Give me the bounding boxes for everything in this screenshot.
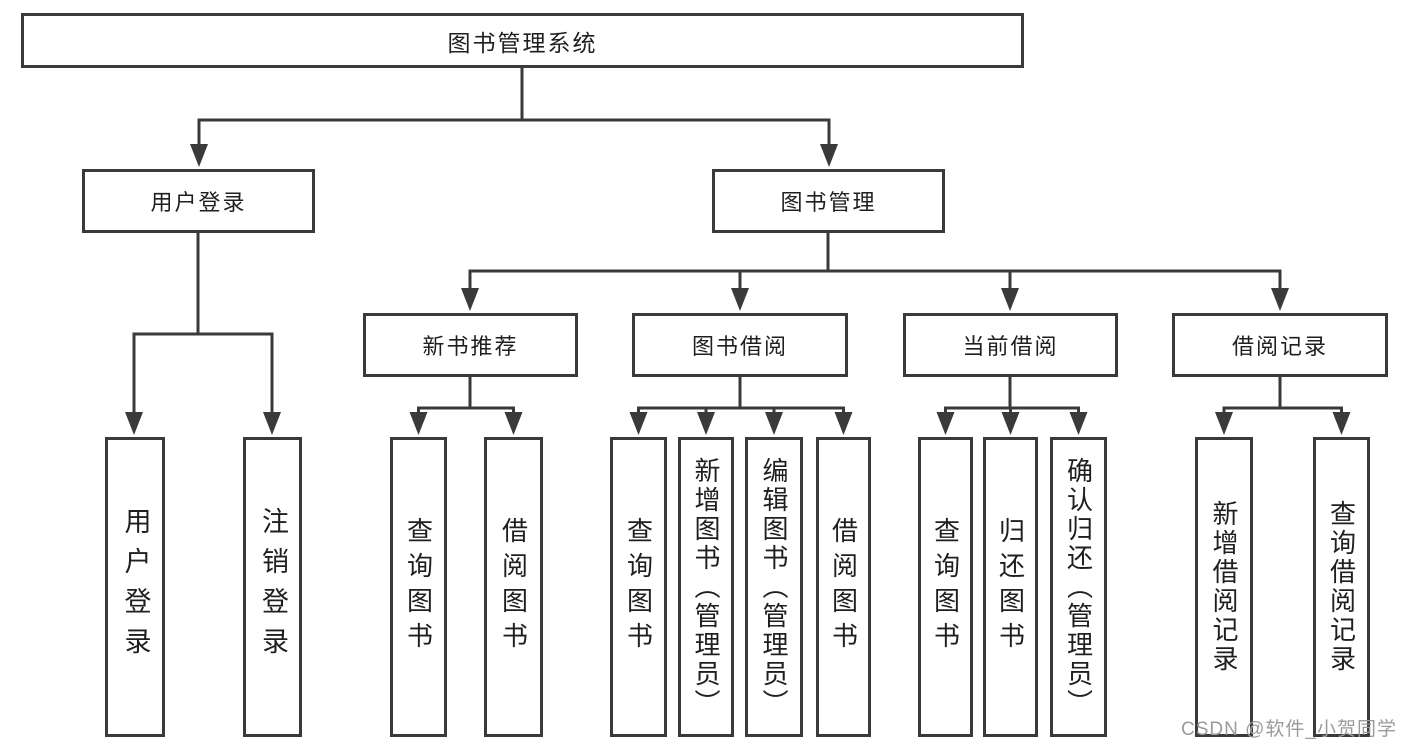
leaf-borrow-books-borrowing: 借阅图书 — [816, 437, 871, 737]
node-label: 新书推荐 — [422, 334, 519, 359]
leaf-label: 新增借阅记录 — [1209, 500, 1239, 674]
node-label: 图书借阅 — [691, 334, 788, 359]
leaf-label: 查询图书 — [930, 517, 961, 657]
node-label: 借阅记录 — [1231, 334, 1328, 359]
leaf-query-books-borrowing: 查询图书 — [610, 437, 667, 737]
leaf-user-login: 用户登录 — [105, 437, 165, 737]
csdn-watermark: CSDN @软件_小贺同学 — [1181, 719, 1397, 740]
leaf-confirm-return-admin: 确认归还（管理员） — [1050, 437, 1107, 737]
leaf-query-books-current: 查询图书 — [918, 437, 973, 737]
leaf-label: 借阅图书 — [498, 517, 529, 657]
node-library-management-system: 图书管理系统 — [21, 13, 1024, 68]
node-current-borrowing: 当前借阅 — [903, 313, 1118, 377]
node-borrowing-records: 借阅记录 — [1172, 313, 1388, 377]
leaf-label: 确认归还（管理员） — [1063, 456, 1094, 718]
node-book-borrowing: 图书借阅 — [632, 313, 848, 377]
node-label: 图书管理系统 — [447, 29, 598, 56]
leaf-query-books-recommend: 查询图书 — [390, 437, 447, 737]
leaf-return-book: 归还图书 — [983, 437, 1038, 737]
node-book-management: 图书管理 — [712, 169, 945, 233]
leaf-label: 查询图书 — [403, 517, 434, 657]
leaf-borrow-books-recommend: 借阅图书 — [484, 437, 543, 737]
leaf-label: 借阅图书 — [828, 517, 859, 657]
leaf-label: 注销登录 — [258, 507, 288, 667]
leaf-add-borrow-record: 新增借阅记录 — [1195, 437, 1253, 737]
leaf-logout: 注销登录 — [243, 437, 302, 737]
leaf-label: 查询借阅记录 — [1326, 500, 1357, 674]
node-label: 用户登录 — [150, 190, 247, 215]
leaf-label: 新增图书（管理员） — [691, 456, 721, 718]
node-label: 当前借阅 — [962, 334, 1059, 359]
leaf-label: 用户登录 — [120, 507, 151, 667]
leaf-label: 编辑图书（管理员） — [759, 456, 789, 718]
leaf-label: 查询图书 — [623, 517, 654, 657]
node-new-book-recommendation: 新书推荐 — [363, 313, 578, 377]
node-label: 图书管理 — [780, 190, 877, 215]
node-user-login: 用户登录 — [82, 169, 315, 233]
leaf-label: 归还图书 — [995, 517, 1026, 657]
leaf-edit-book-admin: 编辑图书（管理员） — [745, 437, 803, 737]
leaf-add-book-admin: 新增图书（管理员） — [678, 437, 734, 737]
leaf-query-borrow-record: 查询借阅记录 — [1313, 437, 1370, 737]
